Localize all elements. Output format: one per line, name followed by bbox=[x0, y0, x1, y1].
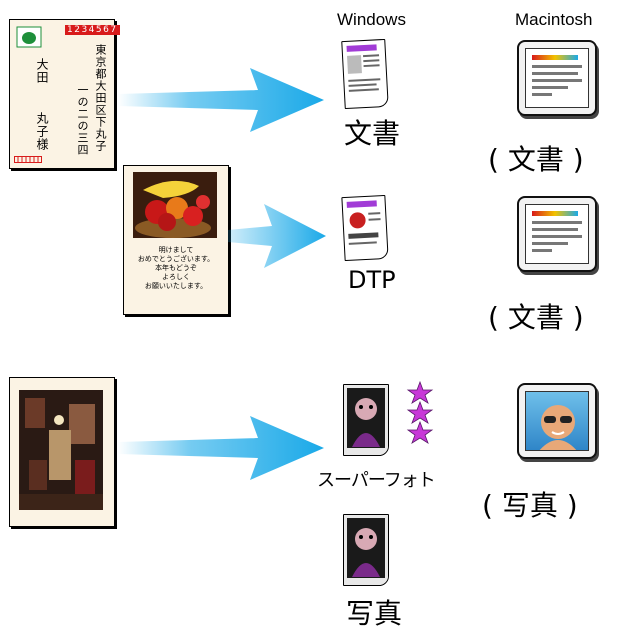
greeting-line: 明けまして bbox=[158, 246, 194, 254]
greeting-line: 本年もどうぞ bbox=[155, 264, 197, 272]
mac-label-document: ( 文書 ) bbox=[488, 143, 584, 176]
arrow-row3 bbox=[118, 416, 324, 480]
sender-postal-boxes bbox=[14, 156, 42, 163]
greeting-message: 明けまして おめでとうございます。 本年もどうぞ よろしく お願いいたします。 bbox=[124, 246, 228, 291]
win-label-dtp: DTP bbox=[348, 266, 396, 294]
mac-label-document-2: ( 文書 ) bbox=[488, 301, 584, 334]
recipient-address-number: 一の二の三四 bbox=[76, 84, 89, 156]
win-super-photo-icon[interactable] bbox=[343, 384, 389, 456]
greeting-card: 明けまして おめでとうございます。 本年もどうぞ よろしく お願いいたします。 bbox=[123, 165, 229, 315]
fruit-basket-photo bbox=[133, 172, 217, 238]
macintosh-column-header: Macintosh bbox=[515, 10, 593, 29]
greeting-line: おめでとうございます。 bbox=[137, 255, 215, 263]
arrow-row1 bbox=[118, 68, 324, 132]
mac-document-icon[interactable] bbox=[517, 40, 597, 116]
stars-icon bbox=[406, 380, 434, 444]
win-document-icon[interactable] bbox=[341, 38, 389, 110]
recipient-address: 東京都大田区下丸子 bbox=[94, 44, 107, 152]
photo-card bbox=[9, 377, 115, 527]
mac-photo-icon[interactable] bbox=[517, 383, 597, 459]
recipient-name-family: 大田 bbox=[35, 58, 49, 84]
greeting-line: お願いいたします。 bbox=[144, 282, 208, 290]
win-label-document: 文書 bbox=[344, 117, 401, 150]
postcard-card: 1234567 東京都大田区下丸子 一の二の三四 大田 丸子様 bbox=[9, 19, 120, 169]
mac-label-photo: ( 写真 ) bbox=[482, 489, 578, 522]
arrow-row2 bbox=[228, 204, 326, 268]
mac-document-icon-2[interactable] bbox=[517, 196, 597, 272]
win-label-photo: 写真 bbox=[346, 597, 403, 629]
postal-code-boxes: 1234567 bbox=[65, 25, 120, 35]
greeting-line: よろしく bbox=[162, 273, 190, 281]
interior-photo bbox=[19, 390, 103, 510]
win-label-super-photo: スーパーフォト bbox=[317, 470, 436, 491]
recipient-name-given: 丸子様 bbox=[35, 112, 49, 151]
windows-column-header: Windows bbox=[337, 10, 406, 29]
stamp-icon bbox=[16, 26, 42, 48]
win-dtp-icon[interactable] bbox=[341, 194, 389, 262]
win-photo-icon[interactable] bbox=[343, 514, 389, 586]
